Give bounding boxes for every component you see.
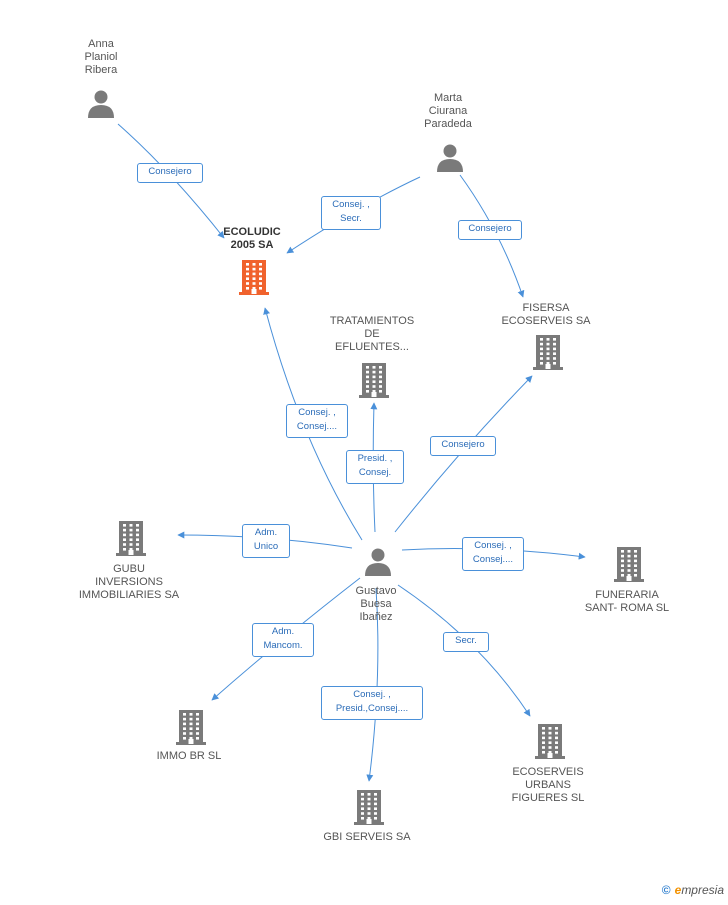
edge-label-gustavo-ecoludic[interactable]: Consej. , Consej.... bbox=[286, 404, 348, 438]
node-label-anna[interactable]: Anna Planiol Ribera bbox=[84, 37, 118, 76]
node-label-funeraria[interactable]: FUNERARIA SANT- ROMA SL bbox=[584, 589, 670, 614]
node-label-gustavo[interactable]: Gustavo Buesa Ibañez bbox=[355, 584, 397, 623]
node-label-gbi[interactable]: GBI SERVEIS SA bbox=[323, 830, 411, 843]
edge-label-marta-ecoludic[interactable]: Consej. , Secr. bbox=[321, 196, 381, 230]
empresia-watermark: ©empresia bbox=[662, 883, 724, 897]
edge-label-marta-fisersa[interactable]: Consejero bbox=[458, 220, 522, 240]
person-icon-marta[interactable] bbox=[434, 142, 466, 179]
person-icon-anna[interactable] bbox=[85, 88, 117, 125]
node-label-marta[interactable]: Marta Ciurana Paradeda bbox=[424, 91, 472, 130]
edge-label-gustavo-gbi[interactable]: Consej. , Presid.,Consej.... bbox=[321, 686, 423, 720]
edge-label-gustavo-ecourbans[interactable]: Secr. bbox=[443, 632, 489, 652]
node-label-ecoludic[interactable]: ECOLUDIC 2005 SA bbox=[223, 226, 281, 251]
edge-label-gustavo-tratamientos[interactable]: Presid. , Consej. bbox=[346, 450, 404, 484]
edge-gustavo-to-gbi bbox=[366, 587, 379, 782]
building-icon-ecoludic[interactable] bbox=[238, 259, 270, 300]
building-icon-gubu[interactable] bbox=[115, 520, 147, 561]
node-label-gubu[interactable]: GUBU INVERSIONS IMMOBILIARIES SA bbox=[78, 562, 180, 601]
edge-label-gustavo-funeraria[interactable]: Consej. , Consej.... bbox=[462, 537, 524, 571]
edge-label-gustavo-fisersa[interactable]: Consejero bbox=[430, 436, 496, 456]
building-icon-gbi[interactable] bbox=[353, 789, 385, 830]
edge-label-anna-ecoludic[interactable]: Consejero bbox=[137, 163, 203, 183]
copyright-symbol: © bbox=[661, 883, 671, 897]
edge-label-gustavo-gubu[interactable]: Adm. Unico bbox=[242, 524, 290, 558]
brand-initial: e bbox=[674, 883, 682, 897]
person-icon-gustavo[interactable] bbox=[362, 546, 394, 583]
building-icon-tratamientos[interactable] bbox=[358, 362, 390, 403]
node-label-ecourbans[interactable]: ECOSERVEIS URBANS FIGUERES SL bbox=[511, 765, 585, 804]
brand-name: mpresia bbox=[681, 883, 724, 897]
building-icon-funeraria[interactable] bbox=[613, 546, 645, 587]
node-label-fisersa[interactable]: FISERSA ECOSERVEIS SA bbox=[501, 302, 591, 327]
node-label-immo[interactable]: IMMO BR SL bbox=[156, 749, 222, 762]
building-icon-immo[interactable] bbox=[175, 709, 207, 750]
building-icon-ecourbans[interactable] bbox=[534, 723, 566, 764]
edge-label-gustavo-immo[interactable]: Adm. Mancom. bbox=[252, 623, 314, 657]
building-icon-fisersa[interactable] bbox=[532, 334, 564, 375]
node-label-tratamientos[interactable]: TRATAMIENTOS DE EFLUENTES... bbox=[329, 314, 415, 353]
